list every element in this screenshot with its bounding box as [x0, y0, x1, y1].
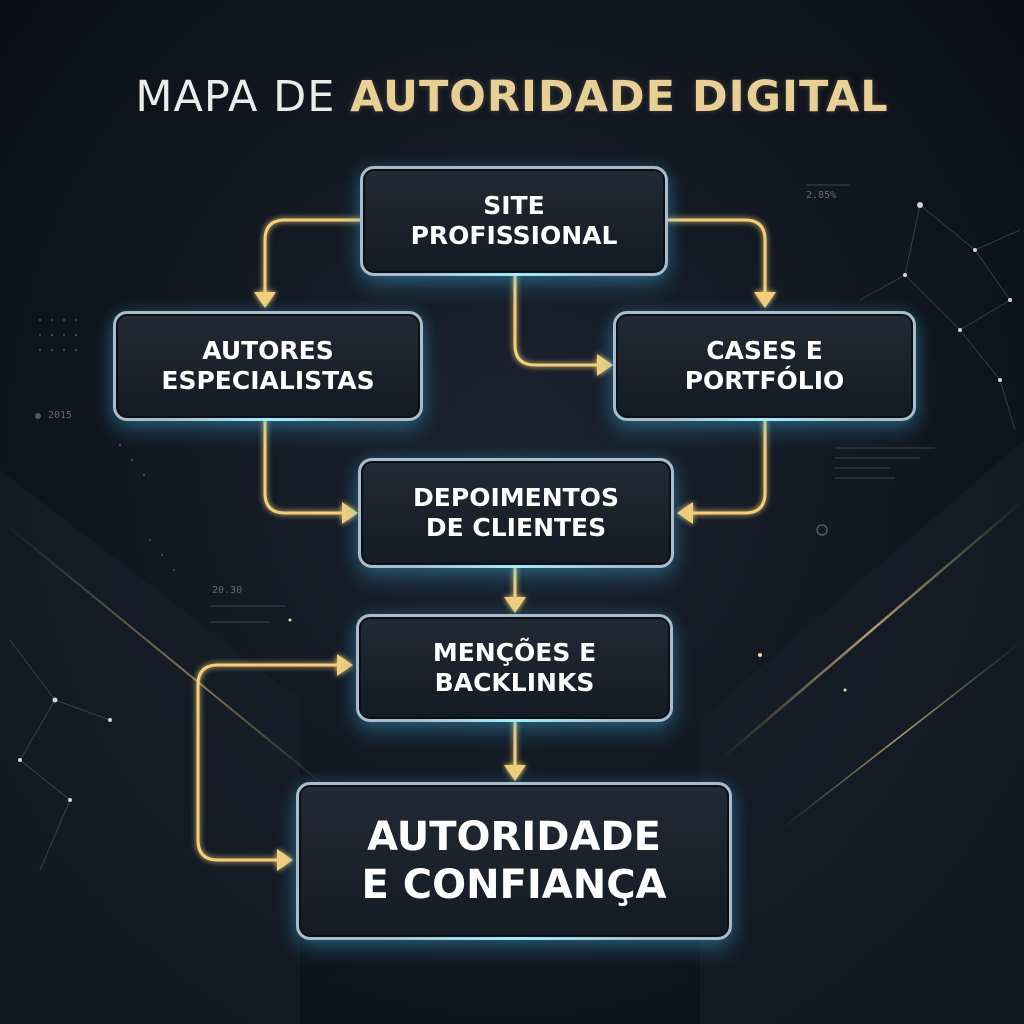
- arrow-autores-to-depoimentos: [263, 418, 347, 515]
- deco-top-right-value: 2.85%: [806, 190, 837, 201]
- arrowhead-depoimentos-right: [677, 502, 693, 524]
- arrowhead-cases-down: [597, 354, 613, 376]
- arrow-cases-to-depoimentos: [688, 418, 767, 515]
- node-autoridade-confianca: AUTORIDADE E CONFIANÇA: [296, 782, 732, 940]
- node-cases-portfolio: CASES E PORTFÓLIO: [613, 311, 916, 421]
- deco-left-year: 2015: [48, 410, 73, 421]
- node-site-line2: PROFISSIONAL: [410, 221, 618, 250]
- arrow-site-to-cases-right: [666, 218, 767, 297]
- node-autores-line2: ESPECIALISTAS: [161, 366, 375, 395]
- node-autoridade-line2: E CONFIANÇA: [361, 862, 667, 908]
- arrowhead-autores: [254, 292, 276, 308]
- arrowhead-depoimentos-left: [342, 502, 358, 524]
- arrowhead-loop-mencoes: [337, 654, 353, 676]
- node-autoridade-line1: AUTORIDADE: [367, 814, 661, 860]
- title-prefix: MAPA DE: [135, 72, 351, 122]
- node-mencoes-line2: BACKLINKS: [434, 668, 595, 697]
- node-mencoes-line1: MENÇÕES E: [432, 638, 597, 667]
- node-cases-line1: CASES E: [706, 336, 823, 365]
- page-title: MAPA DE AUTORIDADE DIGITAL: [0, 72, 1024, 122]
- node-site-profissional: SITE PROFISSIONAL: [360, 166, 668, 276]
- arrowhead-mencoes: [504, 597, 526, 613]
- arrowhead-autoridade: [504, 765, 526, 781]
- node-autores-especialistas: AUTORES ESPECIALISTAS: [113, 311, 423, 421]
- arrow-site-to-cases-down: [513, 274, 602, 367]
- node-autores-line1: AUTORES: [202, 336, 334, 365]
- arrow-site-to-autores: [263, 218, 362, 297]
- arrow-loop-to-mencoes: [196, 663, 342, 862]
- node-depoimentos-line1: DEPOIMENTOS: [413, 483, 619, 512]
- node-depoimentos-line2: DE CLIENTES: [425, 513, 607, 542]
- arrowhead-cases-right: [754, 292, 776, 308]
- node-cases-line2: PORTFÓLIO: [684, 366, 845, 395]
- node-mencoes-backlinks: MENÇÕES E BACKLINKS: [356, 614, 673, 722]
- deco-left-value: 20.30: [212, 585, 243, 596]
- arrowhead-loop-autoridade: [277, 849, 293, 871]
- title-highlight: AUTORIDADE DIGITAL: [350, 72, 889, 122]
- node-depoimentos-clientes: DEPOIMENTOS DE CLIENTES: [358, 458, 674, 568]
- node-site-line1: SITE: [483, 191, 545, 220]
